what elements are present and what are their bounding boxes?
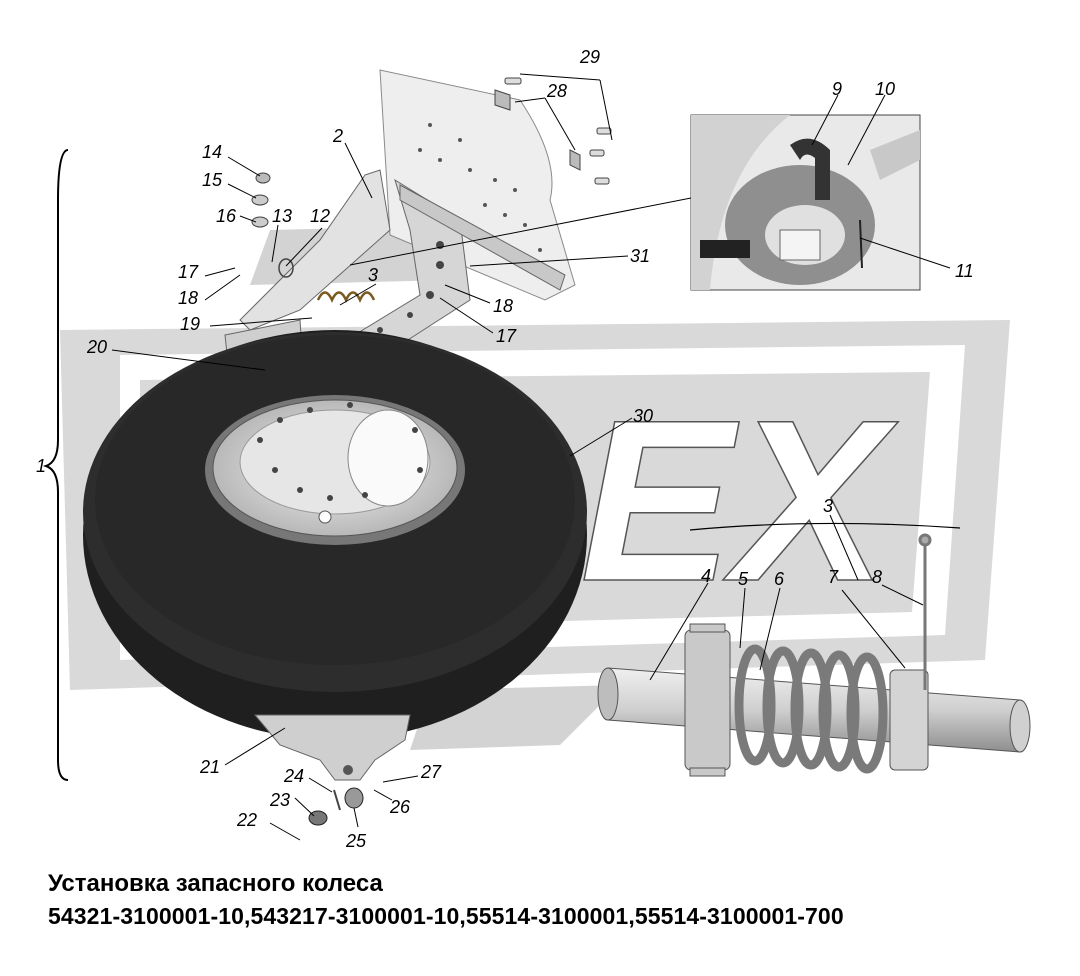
callout-22: 22	[236, 810, 257, 830]
callout-7: 7	[828, 567, 839, 587]
leader-lines	[111, 73, 961, 841]
callout-29: 29	[579, 47, 600, 67]
hardware-washer-25	[344, 787, 364, 809]
bracket-spring	[316, 291, 376, 303]
callout-23: 23	[269, 790, 290, 810]
valve-hole	[318, 510, 332, 524]
diagram-title: Установка запасного колеса	[48, 870, 383, 897]
watermark-text: EX	[580, 372, 898, 629]
callout-18-right: 18	[493, 296, 513, 316]
shaft-gear	[684, 623, 731, 777]
hardware-bolt-29	[504, 77, 612, 185]
callout-19: 19	[180, 314, 200, 334]
hardware-washer-15	[251, 194, 269, 206]
winch-shaft-assembly	[597, 533, 1031, 777]
callout-14: 14	[202, 142, 222, 162]
callout-1: 1	[36, 456, 46, 476]
callout-13: 13	[272, 206, 292, 226]
callouts: 1 2 3 3 4 5 6 7 8 9 10 11 12 13 14 15 16…	[36, 47, 974, 851]
assembly-brace	[42, 149, 69, 781]
bracket-arm	[224, 169, 566, 401]
spare-tire	[83, 330, 587, 740]
callout-27: 27	[420, 762, 442, 782]
hardware-pin-24	[333, 789, 341, 811]
callout-6: 6	[774, 569, 785, 589]
shaft-clutch	[889, 669, 929, 771]
callout-4: 4	[701, 566, 711, 586]
callout-10: 10	[875, 79, 895, 99]
callout-17-right: 17	[496, 326, 517, 346]
detail-inset	[690, 114, 921, 291]
callout-30: 30	[633, 406, 653, 426]
callout-11: 11	[955, 261, 974, 281]
callout-16: 16	[216, 206, 237, 226]
callout-12: 12	[310, 206, 330, 226]
callout-21: 21	[199, 757, 220, 777]
callout-20: 20	[86, 337, 107, 357]
shaft-end	[597, 667, 619, 721]
callout-25: 25	[345, 831, 367, 851]
callout-3-detail: 3	[823, 496, 833, 516]
inset-leader-line	[349, 197, 692, 266]
lower-bracket	[253, 714, 411, 781]
hardware-washer-16	[251, 216, 269, 228]
callout-3: 3	[368, 265, 378, 285]
locking-pin	[918, 533, 932, 690]
callout-28: 28	[546, 81, 567, 101]
callout-24: 24	[283, 766, 304, 786]
hardware-ring-12	[278, 258, 294, 278]
callout-17-left: 17	[178, 262, 199, 282]
callout-8: 8	[872, 567, 882, 587]
diagram-part-codes: 54321-3100001-10,543217-3100001-10,55514…	[48, 903, 844, 929]
callout-26: 26	[389, 797, 411, 817]
wheel-hub-bore	[347, 409, 429, 507]
callout-31: 31	[630, 246, 650, 266]
hardware-nut-23	[308, 810, 328, 826]
callout-18-left: 18	[178, 288, 198, 308]
callout-5: 5	[738, 569, 749, 589]
callout-15: 15	[202, 170, 223, 190]
callout-2: 2	[332, 126, 343, 146]
callout-9: 9	[832, 79, 842, 99]
hardware-plate-28	[494, 89, 581, 171]
shaft-spring-coils	[734, 644, 888, 774]
